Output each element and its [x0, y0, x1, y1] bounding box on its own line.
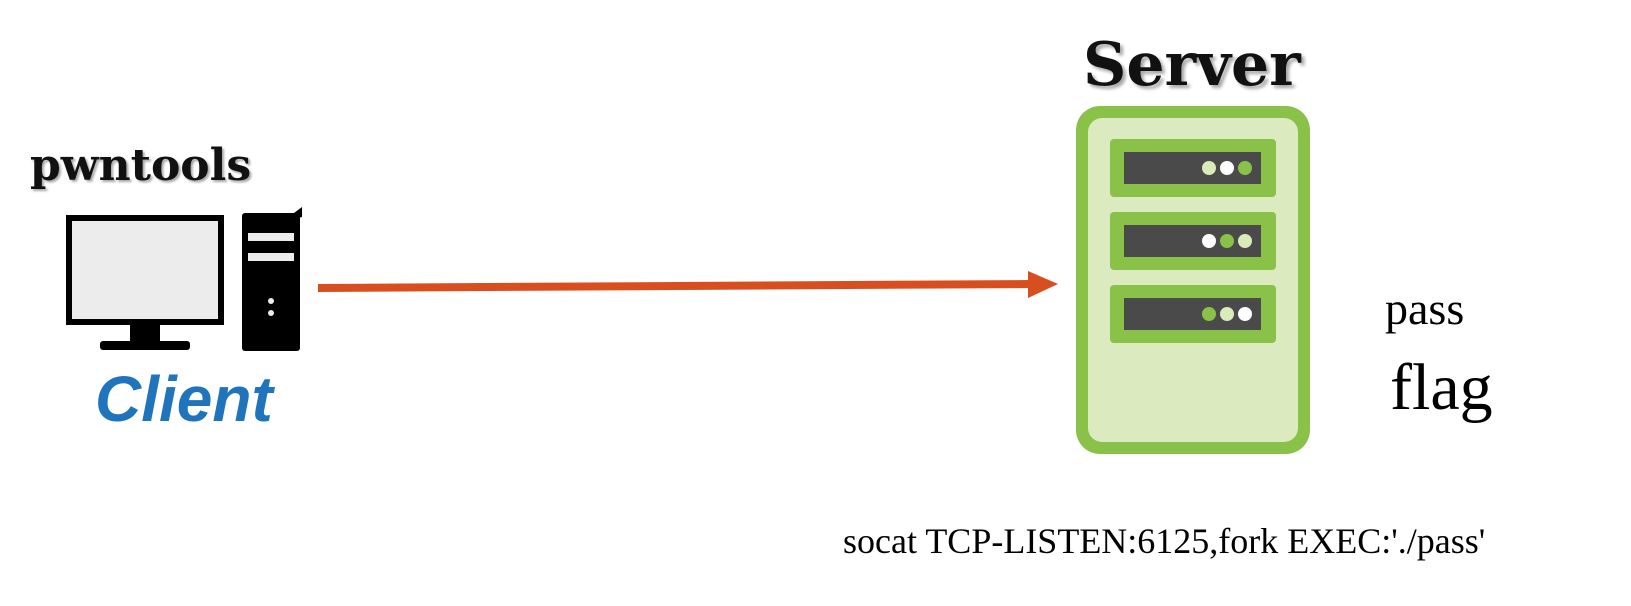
server-title: Server — [1083, 30, 1301, 100]
desktop-computer-icon — [66, 207, 302, 351]
socat-command: socat TCP-LISTEN:6125,fork EXEC:'./pass' — [843, 521, 1486, 561]
server-rack-icon — [1076, 106, 1310, 454]
client-label: Client — [95, 363, 273, 435]
flag-file-label: flag — [1390, 351, 1493, 424]
pass-binary-label: pass — [1385, 283, 1465, 334]
request-arrow — [317, 271, 1058, 298]
client-title: pwntools — [30, 140, 252, 191]
